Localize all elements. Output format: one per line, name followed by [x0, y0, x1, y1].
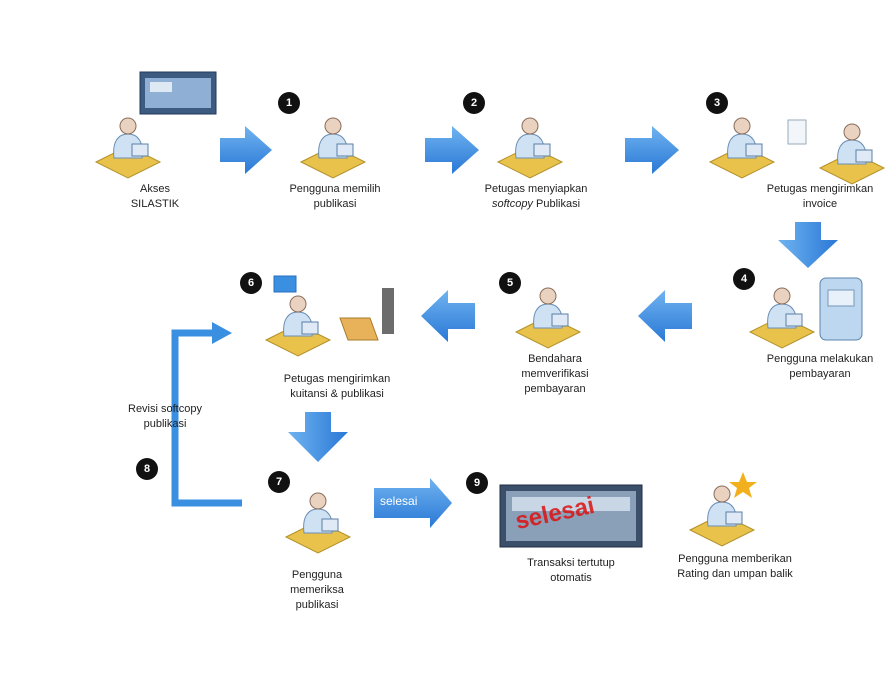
selesai-arrow-text: selesai: [380, 494, 418, 508]
step-label-7-line3: publikasi: [295, 599, 339, 611]
step-label-6-line2: kuitansi & publikasi: [290, 388, 384, 400]
step-badge-7: 7: [268, 471, 290, 493]
step-label-8-line1: Revisi softcopy: [128, 403, 202, 415]
document-icon-3: [787, 119, 807, 145]
officer-icon-2: [497, 117, 563, 179]
treasurer-icon-5: [515, 287, 581, 349]
step-badge-1: 1: [278, 92, 300, 114]
step-label-6-line1: Petugas mengirimkan: [283, 373, 391, 385]
officer-icon-3b: [819, 123, 885, 185]
step-label-8-line2: publikasi: [143, 418, 187, 430]
step-label-3-line2: invoice: [802, 198, 838, 210]
step-label-10: Pengguna memberikan Rating dan umpan bal…: [655, 552, 815, 582]
star-icon: [729, 472, 757, 498]
step-label-4-line1: Pengguna melakukan: [766, 353, 874, 365]
step-label-9: Transaksi tertutup otomatis: [500, 556, 642, 586]
arrow-right-3: [625, 126, 679, 174]
arrow-left-2: [421, 290, 475, 342]
step-label-0-line2: SILASTIK: [130, 198, 180, 210]
step-badge-9: 9: [466, 472, 488, 494]
arrow-left-1: [638, 290, 692, 342]
step-label-4-line2: pembayaran: [789, 368, 851, 380]
step-label-1-line1: Pengguna memilih: [289, 183, 381, 195]
step-label-5: Bendahara memverifikasi pembayaran: [500, 352, 610, 397]
selesai-arrow: [374, 478, 452, 528]
step-label-9-line1: Transaksi tertutup: [527, 557, 615, 569]
package-icon-6: [273, 275, 394, 341]
step-label-6: Petugas mengirimkan kuitansi & publikasi: [262, 372, 412, 402]
transaction-screen-icon: [499, 484, 643, 548]
silastik-screen-icon: [139, 71, 217, 115]
atm-icon-4: [819, 277, 863, 341]
user-icon-1: [300, 117, 366, 179]
step-label-8: Revisi softcopy publikasi: [110, 402, 220, 432]
step-label-9-line2: otomatis: [550, 572, 592, 584]
step-label-0-line1: Akses: [140, 183, 170, 195]
step-badge-6: 6: [240, 272, 262, 294]
user-icon-4: [749, 287, 815, 349]
step-badge-3: 3: [706, 92, 728, 114]
arrow-right-2: [425, 126, 479, 174]
user-icon-7: [285, 492, 351, 554]
step-label-5-line1: Bendahara: [528, 353, 582, 365]
step-label-5-line3: pembayaran: [524, 383, 586, 395]
step-label-7-line1: Pengguna: [291, 569, 343, 581]
arrow-right-1: [220, 126, 272, 174]
step-label-1: Pengguna memilih publikasi: [270, 182, 400, 212]
step-label-10-line2: Rating dan umpan balik: [677, 568, 793, 580]
user-icon-3a: [709, 117, 775, 179]
arrow-down-1: [778, 222, 838, 268]
step-label-2-line1: Petugas menyiapkan: [484, 183, 588, 195]
step-label-2: Petugas menyiapkan softcopy Publikasi: [466, 182, 606, 212]
user-icon-0: [95, 117, 161, 179]
step-label-4: Pengguna melakukan pembayaran: [750, 352, 890, 382]
softcopy-emphasis: softcopy: [491, 198, 533, 210]
step-label-2-line2-rest: Publikasi: [532, 198, 581, 210]
step-label-7-line2: memeriksa: [290, 584, 344, 596]
step-label-3: Petugas mengirimkan invoice: [750, 182, 890, 212]
step-label-5-line2: memverifikasi: [521, 368, 589, 380]
step-label-1-line2: publikasi: [313, 198, 357, 210]
step-label-3-line1: Petugas mengirimkan: [766, 183, 874, 195]
user-icon-10: [689, 485, 755, 547]
step-badge-4: 4: [733, 268, 755, 290]
arrow-down-2: [288, 412, 348, 462]
selesai-arrow-tag: selesai: [374, 484, 446, 524]
step-label-7: Pengguna memeriksa publikasi: [272, 568, 362, 613]
officer-icon-6: [265, 295, 331, 357]
step-badge-2: 2: [463, 92, 485, 114]
step-label-0: Akses SILASTIK: [110, 182, 200, 212]
step-label-10-line1: Pengguna memberikan: [678, 553, 792, 565]
step-badge-8: 8: [136, 458, 158, 480]
step-label-2-line2: softcopy Publikasi: [466, 197, 606, 212]
revision-loop-arrow: [171, 322, 242, 507]
step-badge-5: 5: [499, 272, 521, 294]
